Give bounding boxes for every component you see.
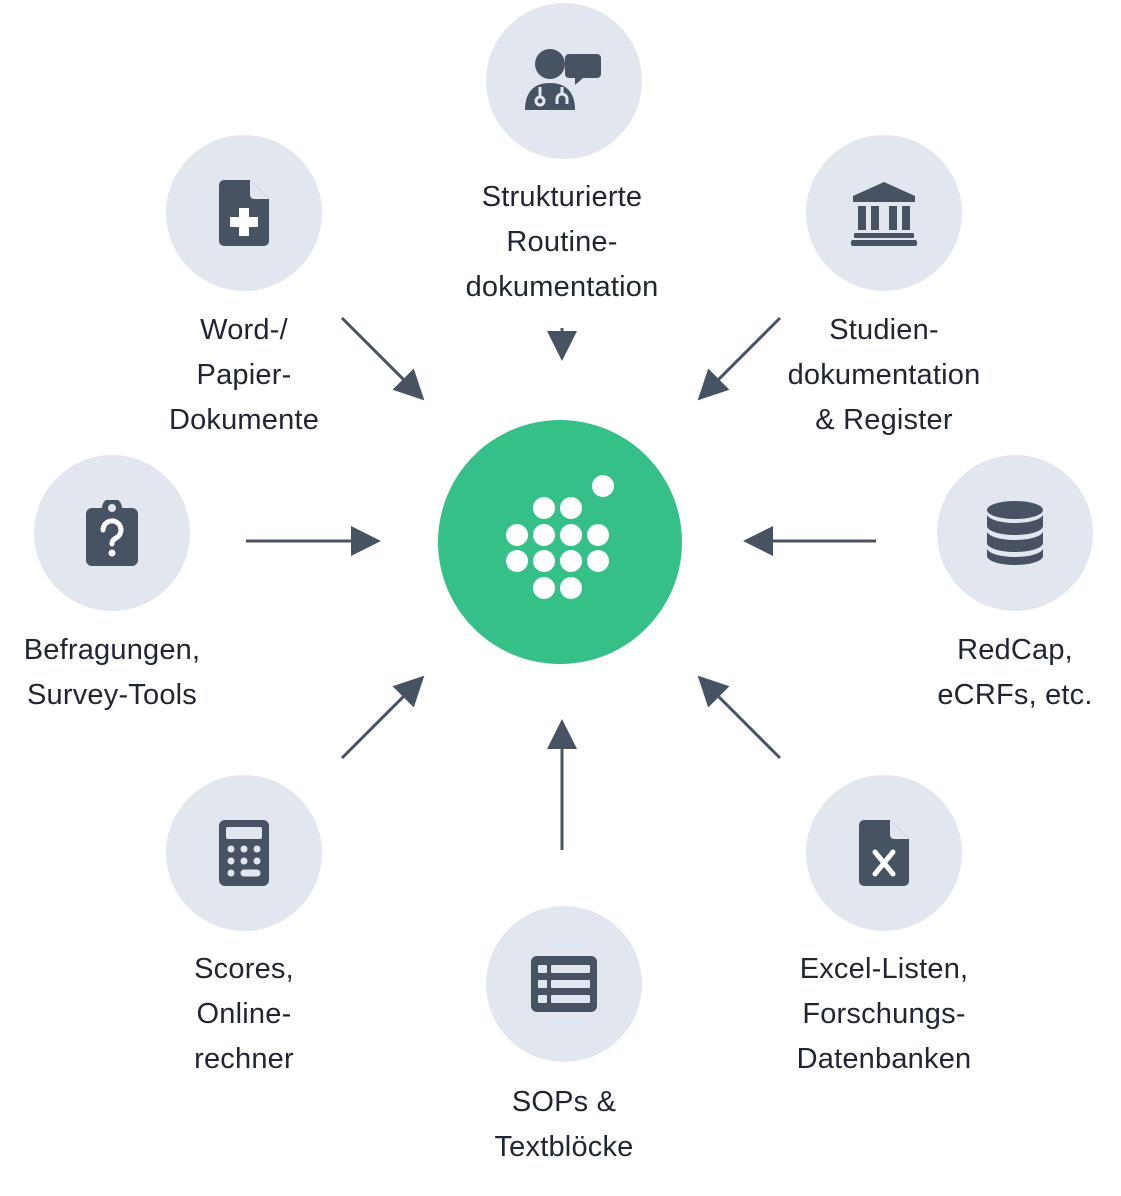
arrow-top-right [697, 316, 782, 401]
node-right [937, 455, 1093, 611]
excel-file-icon [859, 820, 909, 886]
arrow-bottom-right [697, 675, 782, 760]
node-top [486, 3, 642, 159]
institution-icon [851, 180, 917, 246]
node-top-right [806, 135, 962, 291]
medical-document-icon [219, 180, 269, 246]
node-bottom-right [806, 775, 962, 931]
arrow-top-left [340, 316, 425, 401]
dot-grid-logo [506, 475, 614, 599]
database-icon [985, 500, 1045, 566]
label-right: RedCap, eCRFs, etc. [937, 634, 1093, 711]
node-bottom-left [166, 775, 322, 931]
label-top-left: Word-/ Papier- Dokumente [168, 314, 320, 436]
list-icon [531, 956, 597, 1012]
clipboard-question-icon [86, 500, 138, 566]
arrow-bottom-left [340, 675, 425, 760]
calculator-icon [219, 820, 269, 886]
label-bottom-left: Scores, Online- rechner [194, 953, 294, 1075]
label-bottom: SOPs & Textblöcke [494, 1086, 634, 1163]
label-left: Befragungen, Survey-Tools [23, 634, 201, 711]
node-top-left [166, 135, 322, 291]
node-bottom [486, 906, 642, 1062]
label-bottom-right: Excel-Listen, Forschungs- Datenbanken [796, 953, 972, 1075]
node-left [34, 455, 190, 611]
label-top-right: Studien- dokumentation & Register [787, 314, 981, 436]
doctor-chat-icon [519, 46, 609, 116]
center-hub [438, 420, 682, 664]
label-top: Strukturierte Routine- dokumentation [465, 181, 659, 303]
